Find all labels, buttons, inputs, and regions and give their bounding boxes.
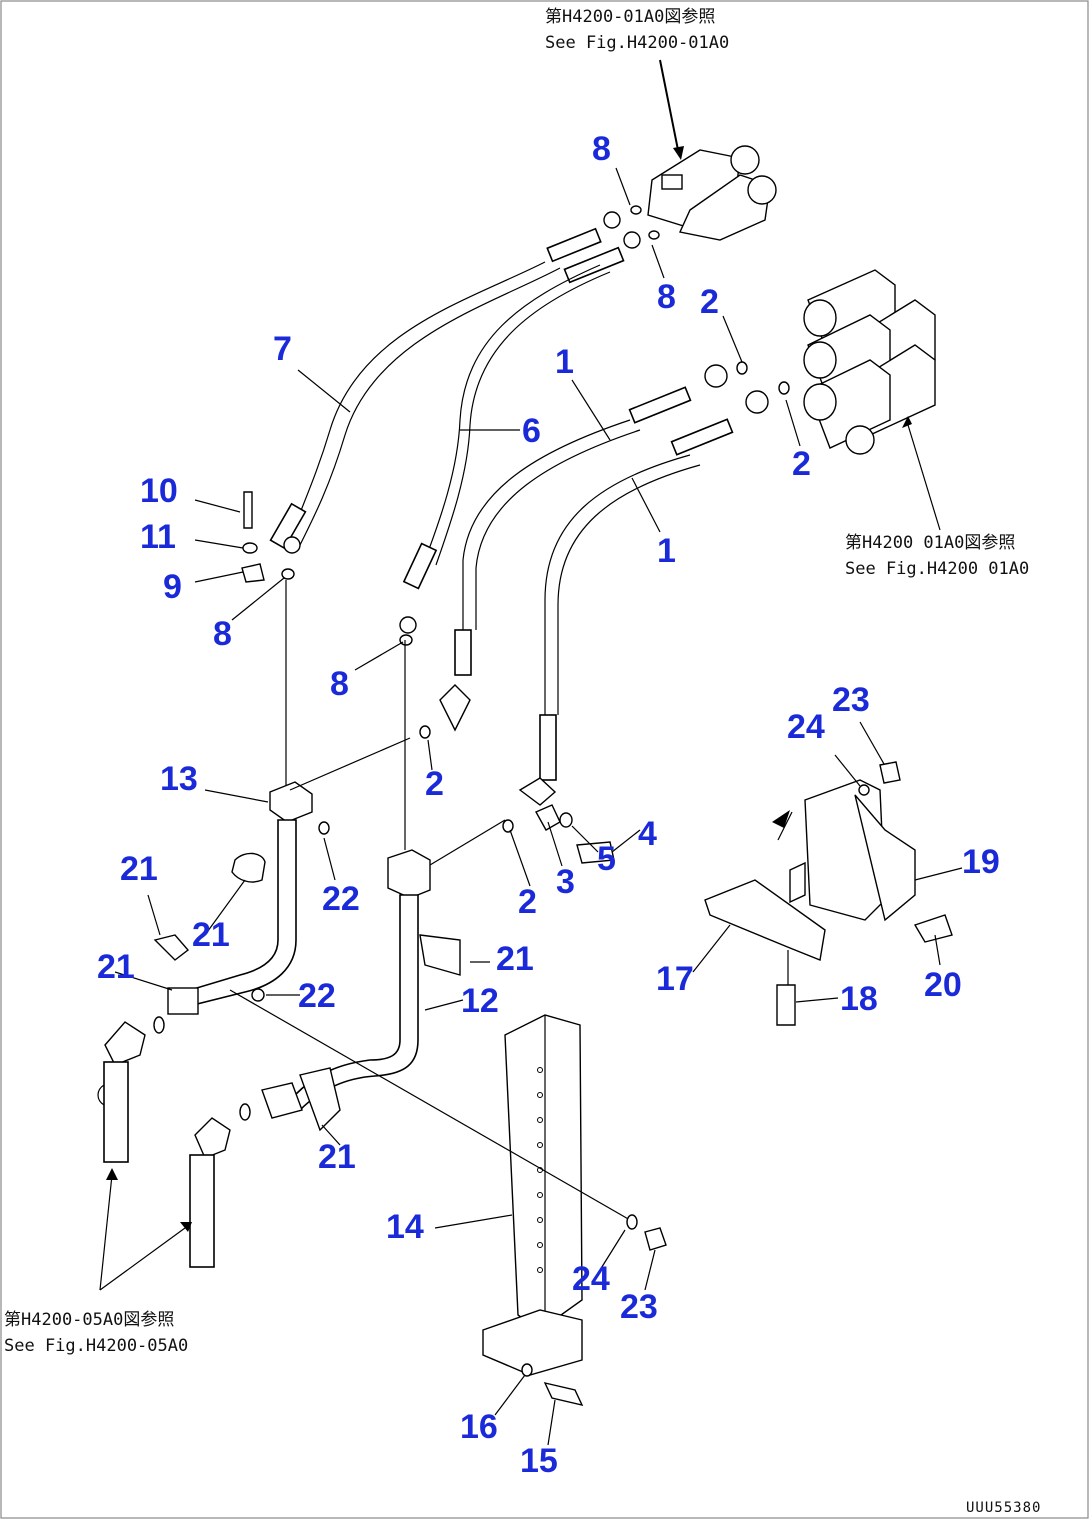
callout-22: 22 (322, 880, 360, 918)
flanges (283, 211, 769, 634)
reference-bottom-jp: 第H4200-05A0図参照 (4, 1310, 174, 1330)
bracket-assembly (704, 761, 953, 1026)
callout-8: 8 (592, 130, 611, 168)
callout-21: 21 (97, 948, 135, 986)
callout-19: 19 (962, 843, 1000, 881)
callout-2: 2 (518, 883, 537, 921)
hose-7 (289, 227, 625, 546)
callout-4: 4 (638, 815, 657, 853)
reference-top-jp: 第H4200-01A0図参照 (545, 7, 715, 27)
callout-2: 2 (425, 765, 444, 803)
bolt-cluster (241, 491, 615, 864)
callout-21: 21 (496, 940, 534, 978)
callout-10: 10 (140, 472, 178, 510)
reference-right-en: See Fig.H4200 01A0 (845, 559, 1029, 579)
column-14 (229, 989, 667, 1407)
callout-14: 14 (386, 1208, 424, 1246)
callout-6: 6 (522, 412, 541, 450)
callout-15: 15 (520, 1442, 558, 1480)
callout-23: 23 (620, 1288, 658, 1326)
pipe-12 (261, 640, 506, 1132)
control-valve (647, 59, 777, 241)
callout-2: 2 (792, 445, 811, 483)
callout-20: 20 (924, 966, 962, 1004)
hose-6 (269, 264, 611, 590)
callout-23: 23 (832, 681, 870, 719)
callout-24: 24 (787, 708, 825, 746)
callout-1: 1 (657, 532, 676, 570)
reference-note-right: 第H4200 01A0図参照 See Fig.H4200 01A0 (845, 533, 1029, 579)
callout-9: 9 (163, 568, 182, 606)
callout-21: 21 (120, 850, 158, 888)
reference-top-en: See Fig.H4200-01A0 (545, 33, 729, 53)
part-callouts: 8 8 2 1 7 6 2 1 10 11 9 8 8 13 2 4 5 3 2… (97, 130, 1000, 1480)
callout-17: 17 (656, 960, 694, 998)
callout-12: 12 (461, 982, 499, 1020)
drawing-code: UUU55380 (966, 1500, 1041, 1516)
reference-bottom-en: See Fig.H4200-05A0 (4, 1336, 188, 1356)
cylinder-bank (803, 269, 941, 531)
callout-2: 2 (700, 283, 719, 321)
callout-8: 8 (213, 615, 232, 653)
callout-13: 13 (160, 760, 198, 798)
callout-1: 1 (555, 343, 574, 381)
callout-5: 5 (597, 840, 616, 878)
callout-21: 21 (192, 916, 230, 954)
reference-right-jp: 第H4200 01A0図参照 (845, 533, 1015, 553)
hose-1-lower (518, 418, 734, 806)
o-rings (153, 205, 790, 1121)
callout-3: 3 (556, 863, 575, 901)
callout-8: 8 (657, 278, 676, 316)
reference-note-bottom: 第H4200-05A0図参照 See Fig.H4200-05A0 (4, 1310, 188, 1356)
pipe-13 (153, 580, 411, 1015)
callout-22: 22 (298, 977, 336, 1015)
callout-16: 16 (460, 1408, 498, 1446)
callout-18: 18 (840, 980, 878, 1018)
callout-24: 24 (572, 1260, 610, 1298)
callout-7: 7 (273, 330, 292, 368)
callout-8: 8 (330, 665, 349, 703)
hose-1-upper (439, 386, 692, 732)
leader-lines (114, 167, 963, 1446)
callout-11: 11 (140, 518, 176, 556)
lower-hoses (97, 1021, 231, 1291)
callout-21: 21 (318, 1138, 356, 1176)
reference-note-top: 第H4200-01A0図参照 See Fig.H4200-01A0 (545, 7, 729, 53)
